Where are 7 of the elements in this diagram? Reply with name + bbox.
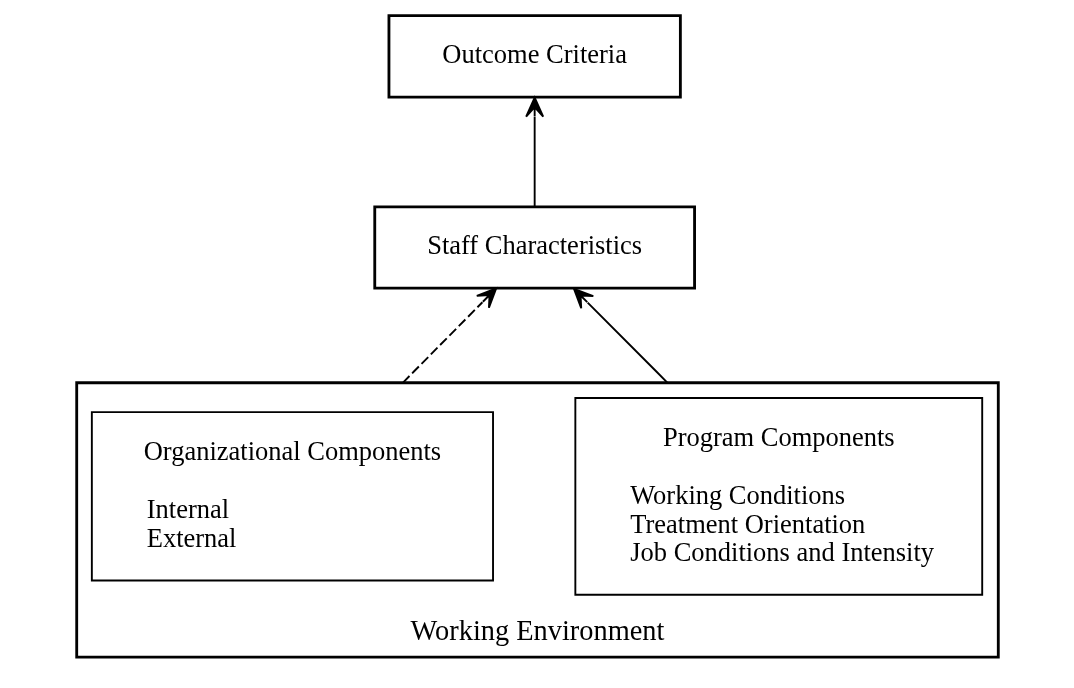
node-box: Organizational Components Internal External xyxy=(90,411,494,582)
arrow xyxy=(401,287,497,384)
node-box: Program Components Working Conditions Treatment Orientation Job Conditions and Intensity xyxy=(573,397,983,596)
node-box: Outcome Criteria xyxy=(387,14,682,99)
node-box: Staff Characteristics xyxy=(372,205,696,290)
arrow xyxy=(572,287,668,384)
arrow xyxy=(524,96,544,208)
